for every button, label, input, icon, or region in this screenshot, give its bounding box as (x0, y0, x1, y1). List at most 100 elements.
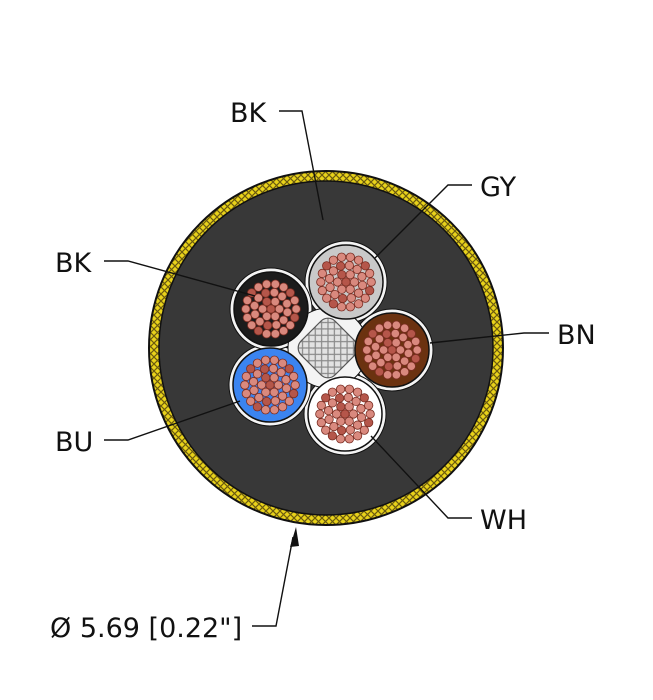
copper-strand (269, 355, 279, 365)
copper-strand (359, 393, 369, 403)
copper-strand (246, 396, 256, 406)
copper-strand (328, 266, 339, 276)
copper-strand (262, 329, 272, 339)
copper-strand (348, 409, 358, 419)
copper-strand (384, 361, 394, 372)
copper-strand (390, 328, 400, 339)
copper-strand (383, 352, 393, 362)
copper-strand (329, 421, 339, 432)
label-bn: BN (557, 320, 596, 351)
copper-strand (330, 289, 340, 300)
copper-strand (345, 425, 355, 435)
copper-strand (277, 291, 287, 302)
copper-strand (290, 380, 300, 390)
copper-strand (278, 315, 289, 325)
copper-strand (360, 293, 370, 303)
copper-strand (282, 307, 293, 317)
copper-strand (337, 425, 347, 436)
copper-strand (345, 302, 355, 312)
copper-strand (365, 268, 375, 278)
copper-strand (290, 295, 300, 305)
copper-strand (359, 425, 369, 435)
copper-strand (399, 367, 410, 377)
central-filler (297, 317, 359, 379)
copper-strand (262, 279, 272, 289)
copper-strand (270, 311, 280, 321)
copper-strand (322, 261, 332, 271)
copper-strand (269, 405, 279, 415)
copper-strand (344, 416, 354, 426)
leader-gy (374, 184, 472, 259)
copper-strand (263, 320, 273, 331)
copper-strand (328, 255, 338, 265)
copper-strand (270, 279, 280, 289)
copper-strand (374, 334, 385, 344)
copper-strand (284, 396, 294, 406)
copper-strand (344, 260, 354, 271)
copper-strand (285, 320, 295, 330)
copper-strand (371, 350, 381, 360)
copper-strand (345, 252, 355, 262)
copper-strand (391, 370, 401, 380)
copper-strand (289, 371, 299, 381)
copper-strand (317, 286, 327, 296)
copper-strand (250, 309, 260, 319)
copper-strand (364, 400, 374, 410)
copper-strand (285, 288, 295, 298)
copper-strand (242, 295, 252, 305)
copper-strand (273, 380, 283, 390)
copper-strand (344, 384, 354, 394)
copper-strand (270, 297, 280, 307)
copper-strand (262, 396, 272, 407)
copper-strand (241, 371, 251, 381)
copper-strand (290, 313, 300, 323)
copper-strand (332, 277, 343, 287)
copper-strand (336, 434, 346, 444)
copper-strand (246, 364, 256, 374)
copper-strand (383, 320, 393, 330)
copper-strand (346, 293, 356, 303)
copper-strand (336, 261, 346, 271)
copper-strand (249, 385, 259, 395)
copper-strand (242, 313, 252, 323)
copper-strand (289, 389, 299, 399)
copper-strand (331, 409, 342, 419)
copper-strand (344, 402, 354, 412)
copper-strand (253, 293, 264, 303)
copper-strand (364, 418, 374, 428)
copper-strand (365, 409, 375, 419)
copper-strand (328, 299, 338, 309)
copper-strand (391, 320, 401, 330)
copper-strand (357, 280, 368, 290)
leader-bk-left (104, 260, 256, 297)
copper-strand (337, 284, 347, 294)
copper-strand (325, 282, 335, 292)
conductor-bk (233, 271, 309, 347)
copper-strand (374, 367, 384, 377)
copper-strand (316, 418, 326, 428)
copper-strand (276, 367, 286, 378)
copper-strand (366, 277, 376, 287)
leader-bu (104, 400, 241, 441)
copper-strand (261, 373, 271, 383)
copper-strand (352, 387, 363, 397)
copper-strand (398, 332, 408, 343)
copper-strand (321, 393, 331, 403)
copper-strand (403, 348, 414, 358)
copper-strand (261, 405, 271, 415)
copper-strand (252, 402, 262, 412)
copper-strand (278, 282, 289, 292)
copper-strand (411, 354, 421, 364)
copper-strand (392, 361, 402, 371)
copper-strand (324, 414, 334, 424)
copper-strand (365, 286, 375, 296)
copper-strand (248, 377, 259, 387)
copper-strand (391, 352, 401, 362)
copper-strand (378, 345, 389, 355)
copper-strand (374, 323, 384, 333)
copper-strand (321, 425, 331, 435)
copper-strand (412, 345, 422, 355)
copper-strand (370, 342, 381, 352)
label-bk-top: BK (230, 98, 268, 129)
